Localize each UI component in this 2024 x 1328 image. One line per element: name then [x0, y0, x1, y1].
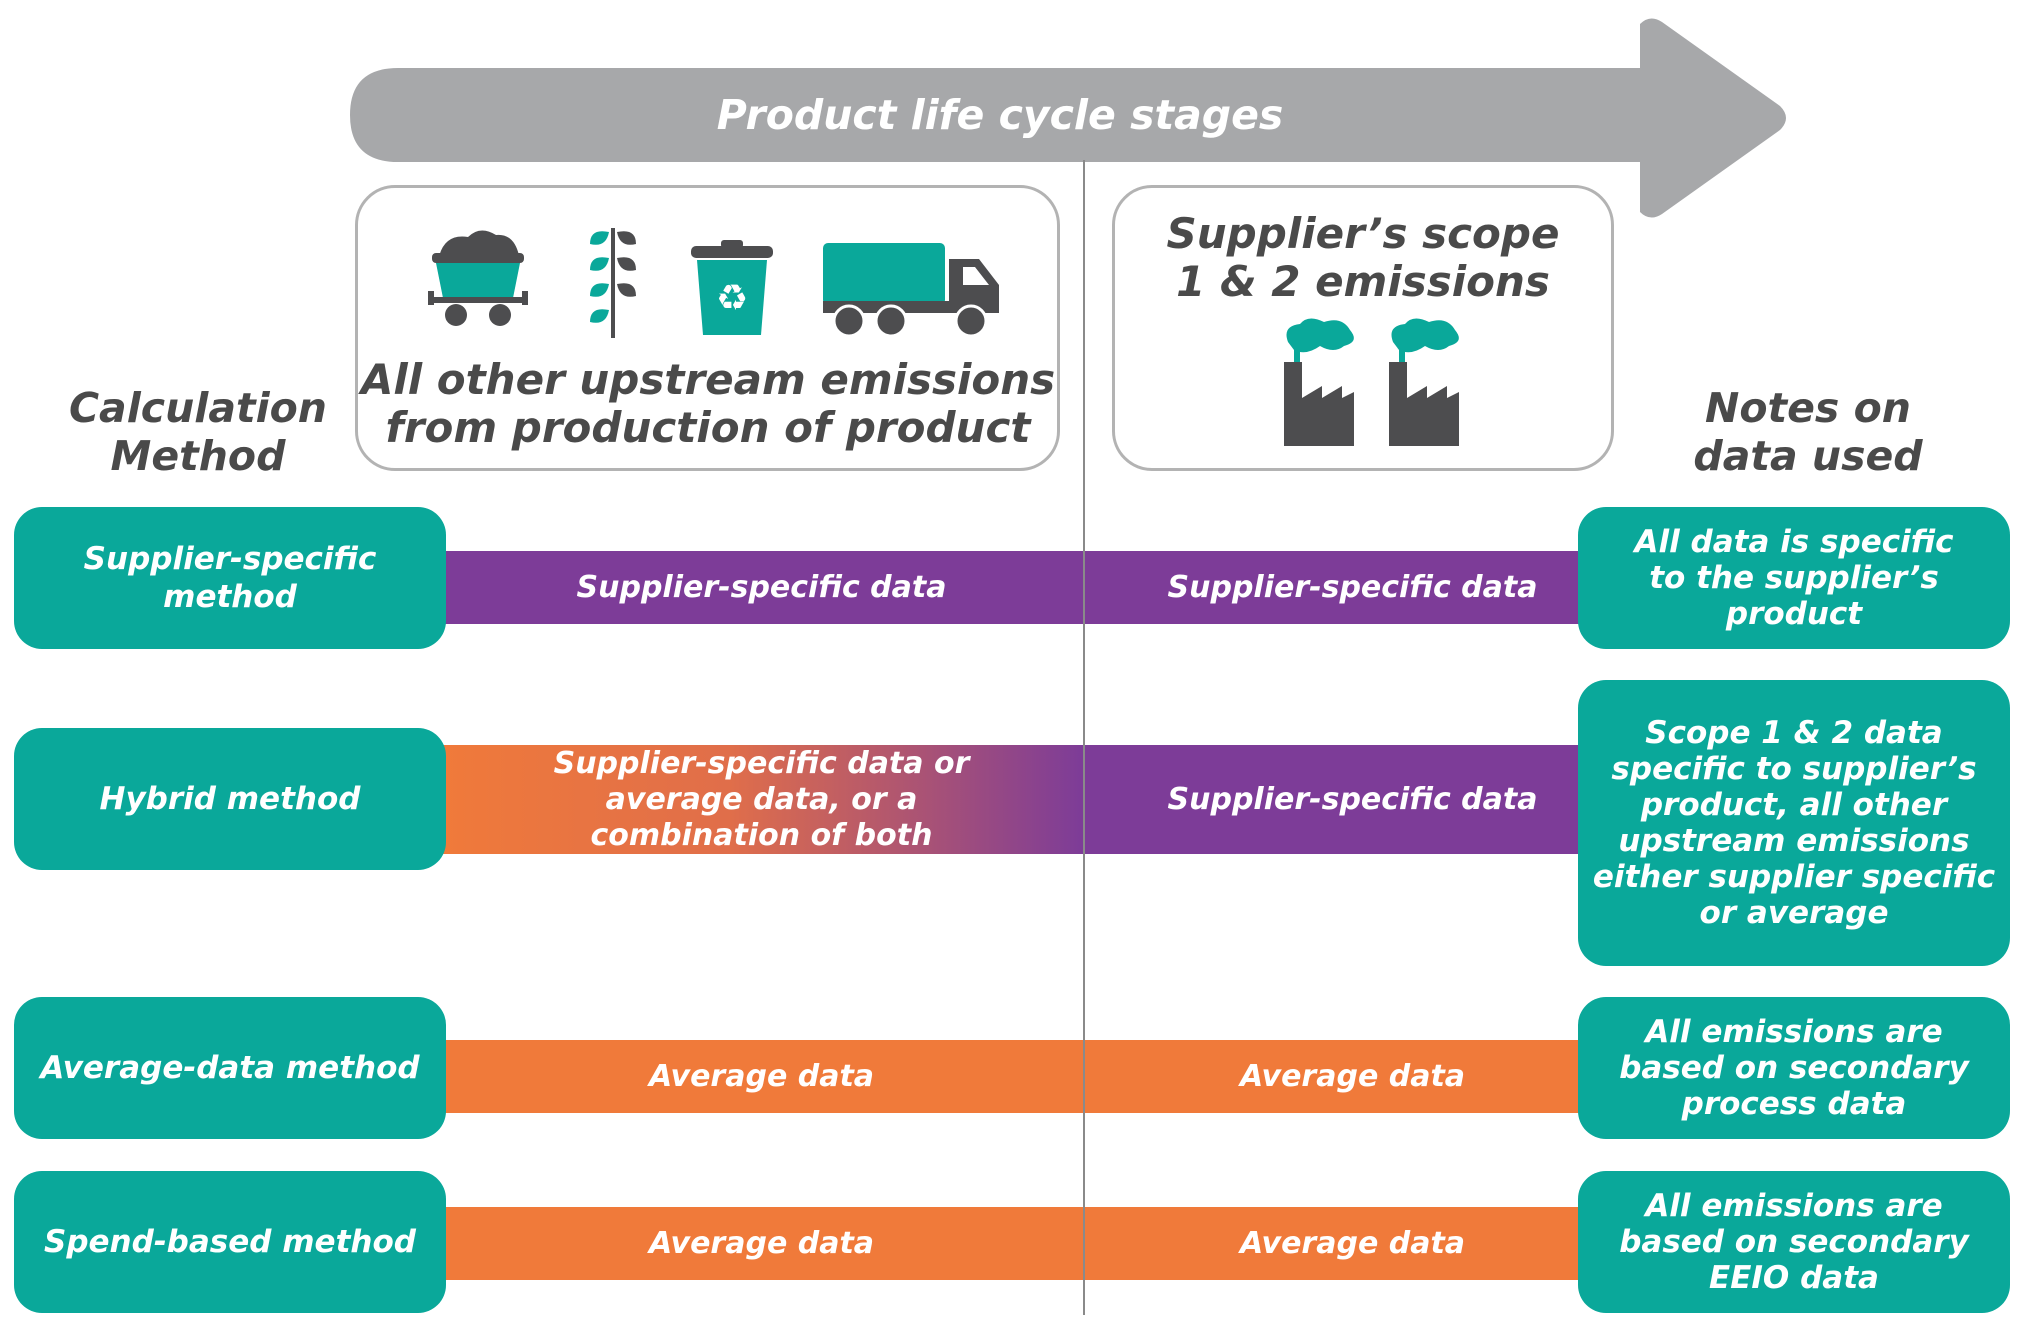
row2-method-box: Hybrid method: [14, 728, 446, 870]
row2-upstream-bar: Supplier-specific data or average data, …: [440, 745, 1083, 854]
stage-divider: [1083, 160, 1085, 1315]
factory-icon: [1284, 318, 1354, 446]
calculation-method-header-line2: Method: [110, 432, 286, 480]
scope-label-line1: Supplier’s scope: [1166, 209, 1560, 258]
arrow-label: Product life cycle stages: [716, 91, 1284, 139]
row3-note-box: All emissions are based on secondary pro…: [1578, 997, 2010, 1139]
upstream-label-line2: from production of product: [385, 403, 1031, 452]
scope-stage-box: Supplier’s scope 1 & 2 emissions: [1112, 185, 1614, 471]
factory-icon: [1389, 318, 1459, 446]
upstream-stage-box: ♻ All other upstream emissions from prod…: [355, 185, 1060, 471]
row1-note-box: All data is specific to the supplier’s p…: [1578, 507, 2010, 649]
upstream-label-line1: All other upstream emissions: [360, 355, 1056, 404]
truck-icon: [823, 243, 999, 338]
row1-upstream-bar: Supplier-specific data: [440, 551, 1083, 624]
row3-scope-bar: Average data: [1085, 1040, 1620, 1113]
mine-cart-icon: [428, 230, 528, 326]
row2-note-box: Scope 1 & 2 data specific to supplier’s …: [1578, 680, 2010, 966]
row3-upstream-bar: Average data: [440, 1040, 1083, 1113]
calculation-method-header: Calculation Method: [40, 384, 356, 480]
row4-scope-bar: Average data: [1085, 1207, 1620, 1280]
row4-note-box: All emissions are based on secondary EEI…: [1578, 1171, 2010, 1313]
row1-scope-bar: Supplier-specific data: [1085, 551, 1620, 624]
row3-method-box: Average-data method: [14, 997, 446, 1139]
row4-upstream-bar: Average data: [440, 1207, 1083, 1280]
row1-method-box: Supplier-specific method: [14, 507, 446, 649]
row2-scope-bar: Supplier-specific data: [1085, 745, 1620, 854]
notes-header-line1: Notes on: [1705, 384, 1911, 432]
svg-text:♻: ♻: [716, 278, 748, 319]
life-cycle-arrow: [350, 18, 1786, 218]
wheat-icon: [590, 228, 636, 338]
recycle-bin-icon: ♻: [691, 240, 773, 335]
calculation-method-header-line1: Calculation: [68, 384, 328, 432]
scope-label-line2: 1 & 2 emissions: [1176, 257, 1550, 306]
row4-method-box: Spend-based method: [14, 1171, 446, 1313]
notes-header: Notes on data used: [1650, 384, 1966, 480]
notes-header-line2: data used: [1693, 432, 1923, 480]
